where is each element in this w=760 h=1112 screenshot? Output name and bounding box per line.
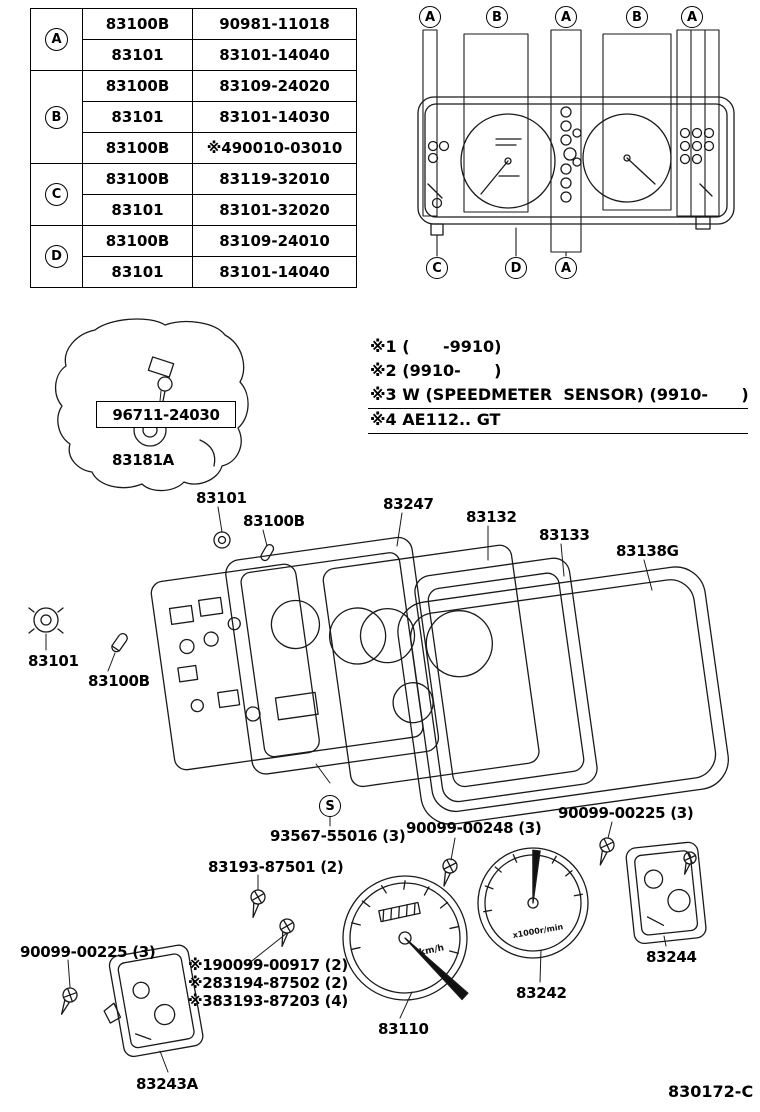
note-1: ※1 ( -9910) [370,337,502,356]
part-label-speedometer: 83110 [378,1020,429,1038]
gauge-right-art [625,841,707,945]
bulb-left-art [111,632,128,653]
part-code: 83100B [82,8,193,40]
gauge-left-art [103,944,204,1058]
group-key-d: D [45,245,68,268]
part-label-screw-87501: 83193-87501 (2) [208,858,344,876]
part-number: 83109-24010 [192,225,357,257]
note-3: ※3 W (SPEEDMETER SENSOR) (9910- ) [368,384,749,409]
callout-a-3: A [681,6,703,28]
part-label-gauge-left: 83243A [136,1075,198,1093]
part-number: 83101-14030 [192,101,357,133]
tachometer-art: x1000r/min [477,847,589,959]
part-label-screw-00248: 90099-00248 (3) [406,819,542,837]
screw-icon [599,837,615,866]
part-label-speed-sensor: 96711-24030 [112,405,220,424]
part-number: 83101-32020 [192,194,357,226]
case-rear-left-art [150,563,320,771]
application-table: A 83100B 90981-11018 83101 83101-14040 B… [30,8,357,288]
callout-b-2: B [626,6,648,28]
part-code: 83101 [82,101,193,133]
part-label-screw-00225-left: 90099-00225 (3) [20,943,156,961]
socket-top-art [213,531,231,549]
ref-part-1: ※190099-00917 (2) [188,956,348,974]
case-rear-83247-art [225,536,440,775]
speed-sensor-art [147,356,175,402]
screw-icon [60,987,78,1015]
part-code: 83101 [82,39,193,71]
callout-a-4: A [555,257,577,279]
part-label-bulb-top: 83100B [243,512,305,530]
screw-icon [683,851,697,875]
bulb-top-art [260,544,275,562]
callout-brackets-art [422,29,720,257]
ref-part-2: ※283194-87502 (2) [188,974,348,992]
part-label-screw-00225-right: 90099-00225 (3) [558,804,694,822]
part-code: 83100B [82,225,193,257]
socket-left-art [28,607,64,634]
part-label-sensor-assy: 83181A [112,451,174,469]
callout-a-1: A [419,6,441,28]
figure-code: 830172-C [668,1082,754,1101]
screw-icon [442,858,458,887]
group-key-b: B [45,105,68,129]
part-code: 83101 [82,194,193,226]
part-number: ※490010-03010 [192,132,357,164]
part-label-bulb-left: 83100B [88,672,150,690]
note-2: ※2 (9910- ) [370,361,502,380]
part-label-glass: 83138G [616,542,679,560]
screw-icon [250,889,266,919]
case-front-83133-art [414,557,598,803]
part-label-case-front: 83133 [539,526,590,544]
part-number: 83101-14040 [192,39,357,71]
screw-type-marker: S [319,795,341,817]
callout-a-2: A [555,6,577,28]
screw-icon [279,918,295,948]
notes-block: ※1 ( -9910) ※2 (9910- ) ※3 W (SPEEDMETER… [368,336,749,434]
tach-unit-text: x1000r/min [512,922,564,940]
part-code: 83101 [82,256,193,288]
plate-83132-art [322,544,540,788]
part-code: 83100B [82,163,193,195]
part-number: 83119-32010 [192,163,357,195]
part-label-plate: 83132 [466,508,517,526]
part-label-case-rear: 83247 [383,495,434,513]
part-label-socket-top: 83101 [196,489,247,507]
callout-b-1: B [486,6,508,28]
part-label-screw-s: 93567-55016 (3) [270,827,406,845]
leader-lines [45,390,667,1073]
speedometer-art: km/h [342,875,469,1001]
part-number: 90981-11018 [192,8,357,40]
group-key-a: A [45,28,68,51]
note-4: ※4 AE112.. GT [368,409,748,434]
part-number: 83109-24020 [192,70,357,102]
ref-part-3: ※383193-87203 (4) [188,992,348,1010]
cluster-front-view-art [417,96,735,236]
speed-sensor-label-box: 96711-24030 [96,401,236,428]
glass-83138g-art [397,566,729,825]
part-code: 83100B [82,70,193,102]
part-label-gauge-right: 83244 [646,948,697,966]
group-key-c: C [45,183,68,206]
part-code: 83100B [82,132,193,164]
part-label-socket-left: 83101 [28,652,79,670]
speed-unit-text: km/h [418,943,445,958]
part-label-tachometer: 83242 [516,984,567,1002]
callout-d: D [505,257,527,279]
reference-part-block: ※190099-00917 (2) ※283194-87502 (2) ※383… [188,956,348,1010]
callout-c: C [426,257,448,279]
part-number: 83101-14040 [192,256,357,288]
